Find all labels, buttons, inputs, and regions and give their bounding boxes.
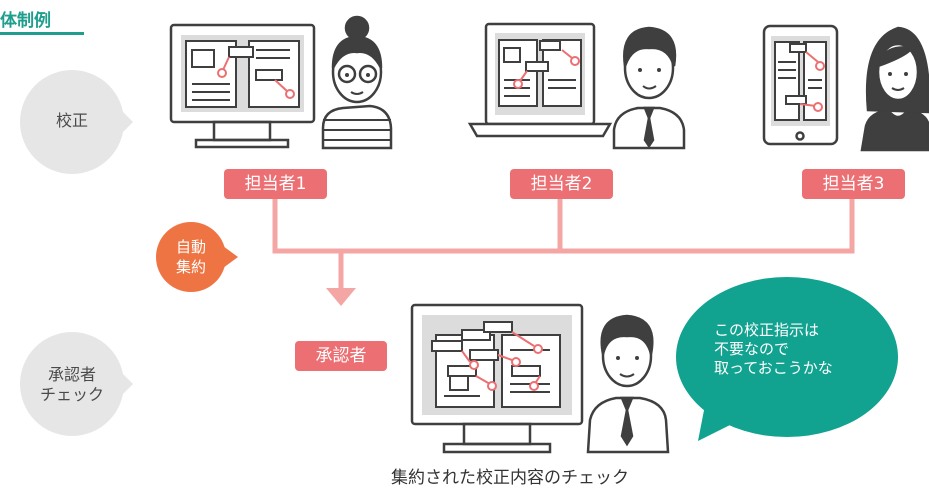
down-arrow-head: [326, 288, 356, 306]
correction-marks-1: [217, 56, 295, 99]
auto-aggregate-line2: 集約: [175, 258, 206, 276]
auto-aggregate-line1: 自動: [175, 238, 206, 256]
caption: 集約された校正内容のチェック: [391, 468, 629, 488]
correction-marks-3: [799, 51, 825, 112]
stage-label-proofread: 校正: [55, 111, 88, 130]
person-label-3: 担当者3: [802, 169, 905, 199]
tablet-3: [762, 24, 839, 146]
correction-marks-2: [513, 49, 580, 89]
stage-label-approver-line2: チェック: [39, 385, 104, 404]
person-label-2: 担当者2: [510, 169, 613, 199]
title-underline: [0, 32, 84, 35]
speech-line-3: 取っておこうかな: [714, 359, 833, 377]
laptop-2: [467, 22, 613, 138]
stage-bubble-approver: [20, 332, 133, 436]
approver-label: 承認者: [295, 341, 387, 371]
stage-label-approver-line1: 承認者: [47, 365, 96, 384]
connector-lines: [272, 198, 855, 290]
speech-bubble: [676, 277, 898, 441]
auto-aggregate-badge: [156, 222, 238, 292]
stage-bubble-proofread: [20, 70, 133, 174]
diagram-title: 体制例: [0, 11, 51, 31]
approver-monitor: [410, 303, 584, 454]
speech-line-1: この校正指示は: [714, 321, 820, 339]
person-woman-3: [860, 26, 929, 152]
person-man-tie-2: [612, 26, 686, 150]
person-label-1: 担当者1: [224, 169, 327, 199]
speech-line-2: 不要なので: [714, 340, 790, 358]
approver-person: [586, 314, 670, 454]
correction-marks-approver: [461, 331, 543, 391]
desktop-monitor-1: [169, 23, 316, 149]
person-woman-glasses: [321, 15, 393, 150]
